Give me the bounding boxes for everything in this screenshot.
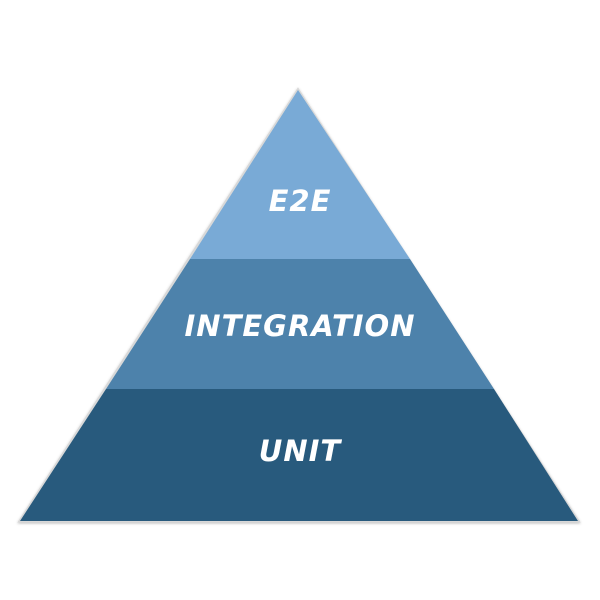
pyramid-tier-unit: [20, 389, 578, 521]
tier-label-integration: INTEGRATION: [185, 309, 416, 343]
pyramid-tier-e2e: [190, 90, 410, 259]
tier-label-e2e: E2E: [269, 184, 332, 218]
pyramid-tier-integration: [106, 259, 494, 389]
tier-label-unit: UNIT: [259, 434, 343, 468]
